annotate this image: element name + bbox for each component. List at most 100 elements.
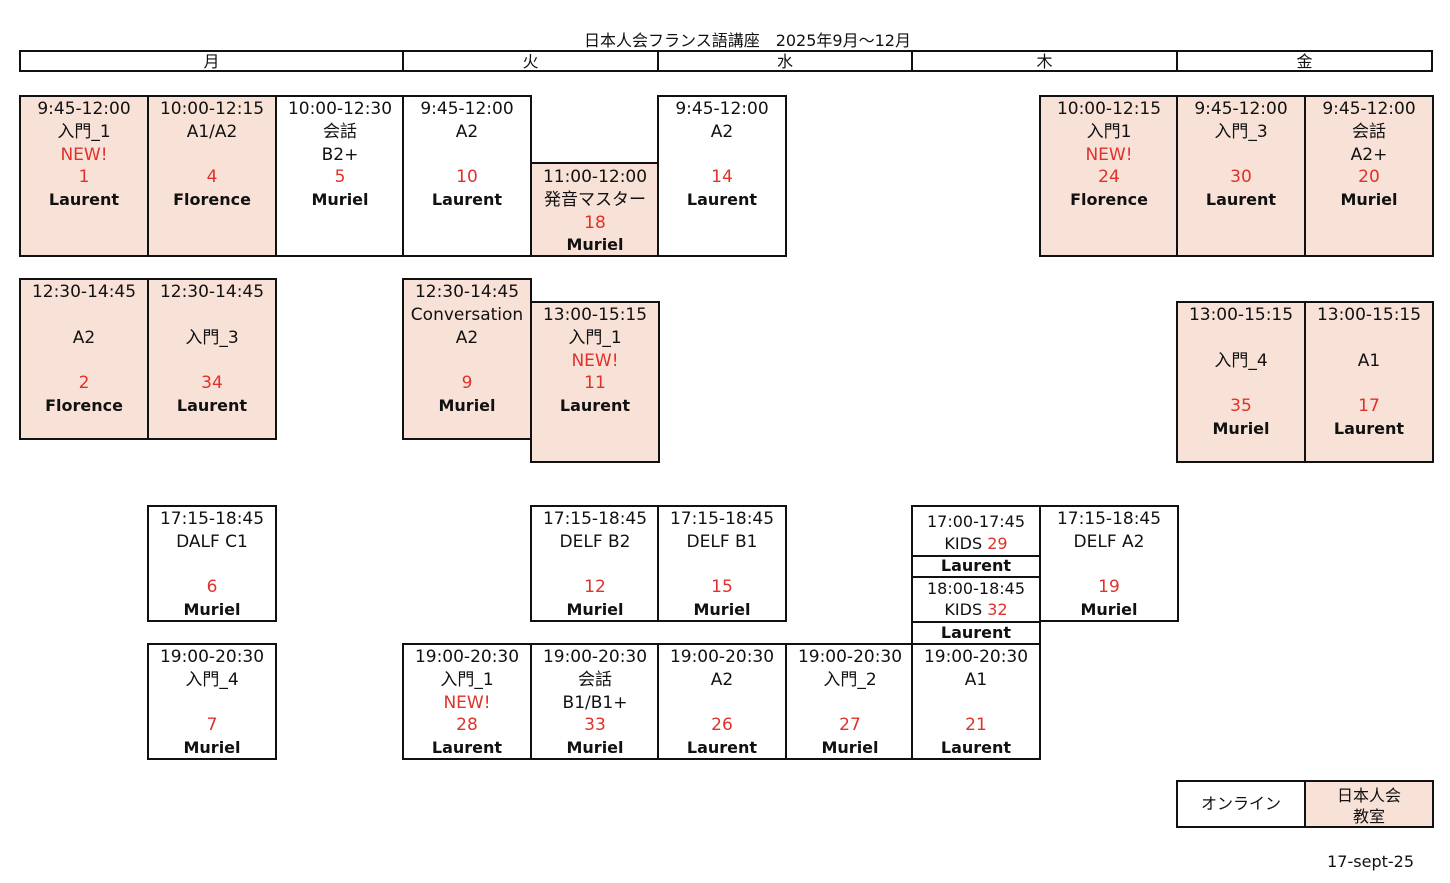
teacher-name: Laurent (559, 396, 631, 416)
class-time: 19:00-20:30 (923, 647, 1029, 667)
class-number: 6 (206, 577, 218, 598)
spacer (532, 554, 658, 577)
teacher-name: Muriel (1212, 418, 1270, 438)
divider (913, 576, 1039, 578)
class-name: DELF B2 (559, 531, 631, 552)
class-number: 18 (584, 212, 606, 233)
new-badge: NEW! (1085, 144, 1133, 165)
teacher-name: Muriel (566, 235, 624, 255)
class-number: 27 (839, 715, 861, 736)
spacer (404, 349, 530, 372)
new-badge: NEW! (571, 350, 619, 371)
class-name: 会話 (578, 669, 612, 690)
class-time: 9:45-12:00 (420, 99, 514, 119)
class-number: 5 (334, 167, 346, 188)
class-time: 17:15-18:45 (159, 509, 265, 529)
class-number: 14 (711, 167, 733, 188)
class-name: A2 (455, 121, 479, 142)
class-time: 10:00-12:15 (1056, 99, 1162, 119)
new-badge (404, 144, 530, 167)
kids-1-label: KIDS 29 (944, 534, 1008, 553)
class-time: 13:00-15:15 (1316, 305, 1422, 325)
class-number: 21 (965, 715, 987, 736)
class-number: 2 (78, 373, 90, 394)
class-time: 9:45-12:00 (37, 99, 131, 119)
teacher-name: Laurent (686, 190, 758, 210)
day-header-fri: 金 (1176, 50, 1433, 72)
teacher-name: Laurent (431, 738, 503, 758)
class-time: 12:30-14:45 (159, 282, 265, 302)
day-header-wed: 水 (657, 50, 913, 72)
legend-classroom: 日本人会 教室 (1304, 780, 1434, 828)
class-time: 12:30-14:45 (31, 282, 137, 302)
kids-2-number: 32 (987, 600, 1008, 619)
spacer (1178, 372, 1304, 395)
class-name: DELF A2 (1073, 531, 1145, 552)
teacher-name: Laurent (940, 738, 1012, 758)
teacher-name: Laurent (1205, 190, 1277, 210)
class-name: 入門_1 (440, 669, 494, 690)
spacer (149, 692, 275, 715)
class-name: A1/A2 (186, 121, 238, 142)
class-name: B2+ (321, 144, 359, 165)
teacher-name: Laurent (1333, 418, 1405, 438)
spacer (149, 554, 275, 577)
class-name: B1/B1+ (562, 692, 628, 713)
day-header-mon: 月 (19, 50, 404, 72)
day-header-thu: 木 (911, 50, 1178, 72)
teacher-name: Muriel (821, 738, 879, 758)
class-time: 17:15-18:45 (669, 509, 775, 529)
class-number: 1 (78, 167, 90, 188)
kids-2-time: 18:00-18:45 (927, 579, 1025, 598)
kids-block: 17:00-17:45 KIDS 29 Laurent 18:00-18:45 … (911, 505, 1041, 645)
class-number: 26 (711, 715, 733, 736)
class-name: A1 (964, 669, 988, 690)
divider (913, 555, 1039, 557)
class-name: 入門_3 (185, 327, 239, 348)
teacher-name: Muriel (566, 738, 624, 758)
class-time: 19:00-20:30 (414, 647, 520, 667)
class-number: 34 (201, 373, 223, 394)
class-time: 19:00-20:30 (159, 647, 265, 667)
spacer (787, 692, 913, 715)
teacher-name: Florence (173, 190, 251, 210)
class-number: 30 (1230, 167, 1252, 188)
class-time: 9:45-12:00 (1194, 99, 1288, 119)
kids-1-teacher: Laurent (940, 556, 1012, 575)
legend-classroom-line2: 教室 (1352, 807, 1385, 826)
spacer (659, 554, 785, 577)
class-name: 入門_1 (568, 327, 622, 348)
class-number: 33 (584, 715, 606, 736)
spacer (1306, 372, 1432, 395)
spacer (1041, 554, 1177, 577)
class-name: 入門_2 (823, 669, 877, 690)
class-number: 7 (206, 715, 218, 736)
revision-date: 17-sept-25 (1327, 852, 1414, 871)
class-name: 入門_3 (1214, 121, 1268, 142)
new-badge (149, 144, 275, 167)
teacher-name: Laurent (686, 738, 758, 758)
class-time: 13:00-15:15 (1188, 305, 1294, 325)
class-time: 17:15-18:45 (1056, 509, 1162, 529)
class-time: 9:45-12:00 (1322, 99, 1416, 119)
legend-online: オンライン (1176, 780, 1306, 828)
class-number: 35 (1230, 396, 1252, 417)
teacher-name: Laurent (48, 190, 120, 210)
teacher-name: Laurent (431, 190, 503, 210)
teacher-name: Florence (45, 395, 123, 415)
teacher-name: Muriel (693, 600, 751, 620)
